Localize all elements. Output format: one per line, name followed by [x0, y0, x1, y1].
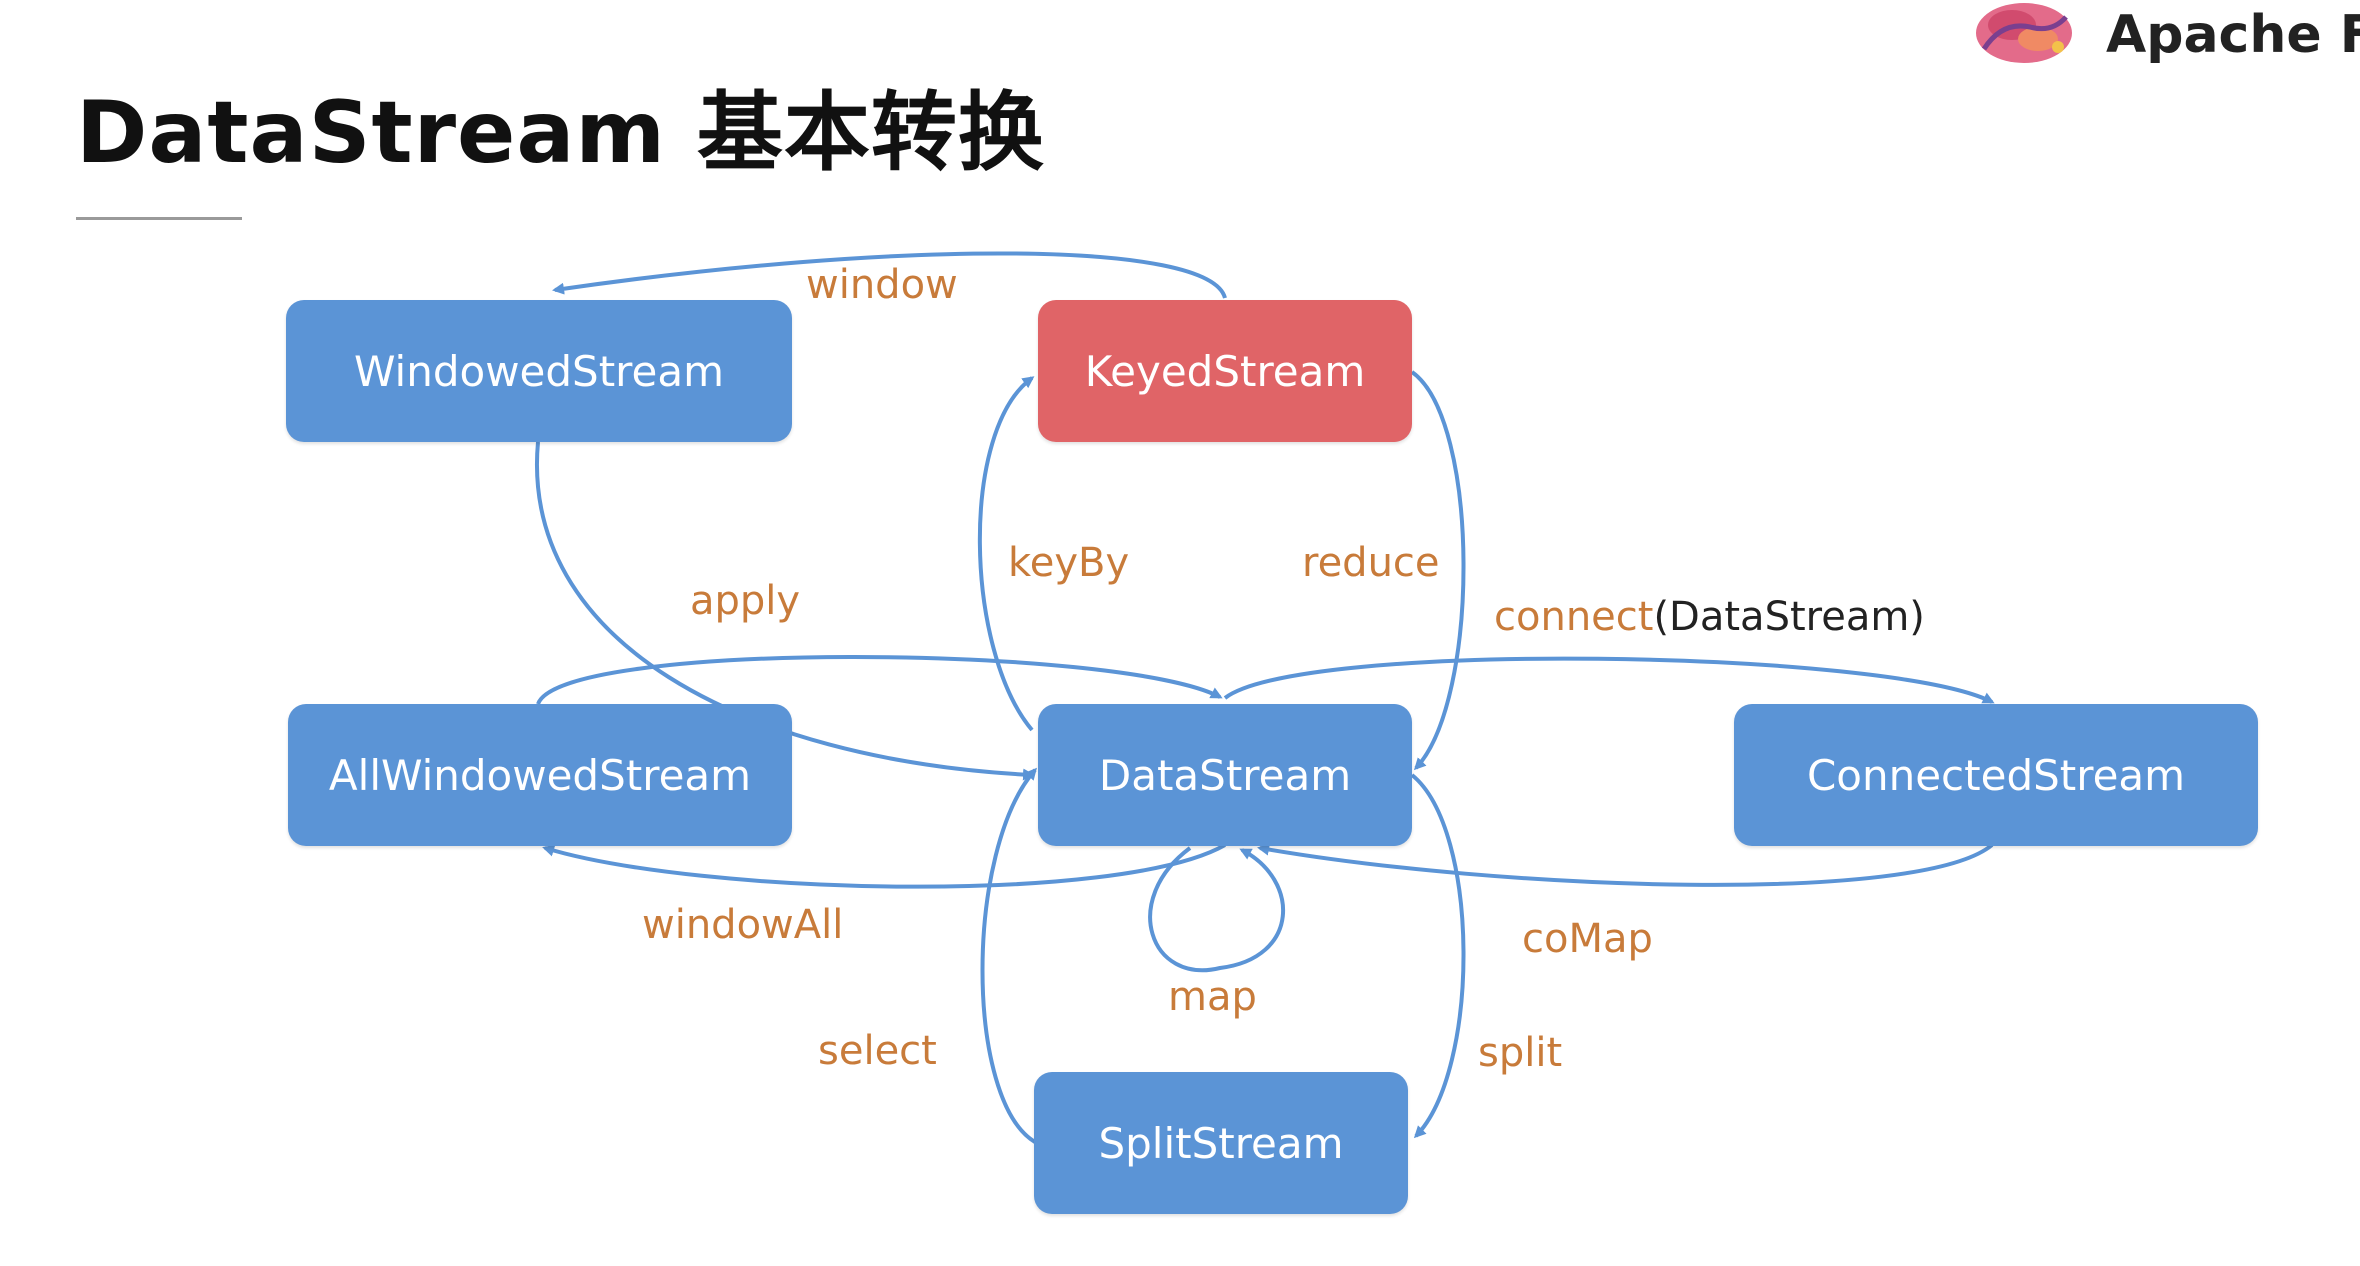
label-connect-arg: (DataStream)	[1653, 594, 1925, 640]
slide-title: DataStream 基本转换	[76, 83, 1045, 183]
edge-window-apply-to-datastream	[536, 655, 1223, 705]
edge-windowall	[542, 843, 1226, 889]
label-connect: connect(DataStream)	[1494, 594, 1925, 640]
edge-map-loop	[1148, 846, 1286, 973]
label-comap: coMap	[1522, 916, 1653, 962]
brand-header: Apache Fli	[1972, 0, 2360, 70]
edge-apply	[534, 441, 1035, 781]
label-select: select	[818, 1028, 937, 1074]
label-window: window	[806, 262, 958, 308]
flink-squirrel-logo-icon	[1976, 3, 2072, 63]
node-all-windowed-stream: AllWindowedStream	[288, 704, 792, 846]
node-connected-stream: ConnectedStream	[1734, 704, 2258, 846]
edge-comap	[1257, 843, 1994, 887]
edge-keyby	[977, 376, 1035, 732]
edge-split	[1410, 773, 1466, 1139]
label-map: map	[1168, 974, 1257, 1020]
brand-name: Apache Fli	[2106, 5, 2360, 65]
edge-select	[980, 767, 1037, 1144]
title-underline	[76, 217, 242, 220]
label-split: split	[1478, 1030, 1563, 1076]
label-connect-fn: connect	[1494, 594, 1654, 640]
node-windowed-stream: WindowedStream	[286, 300, 792, 442]
label-apply: apply	[690, 578, 801, 624]
node-keyed-stream: KeyedStream	[1038, 300, 1412, 442]
label-windowall: windowAll	[642, 902, 844, 948]
edge-connect	[1223, 656, 1995, 704]
label-keyby: keyBy	[1008, 540, 1130, 586]
edge-reduce	[1410, 370, 1466, 771]
edge-window	[552, 251, 1227, 299]
node-datastream: DataStream	[1038, 704, 1412, 846]
node-split-stream: SplitStream	[1034, 1072, 1408, 1214]
label-reduce: reduce	[1302, 540, 1440, 586]
